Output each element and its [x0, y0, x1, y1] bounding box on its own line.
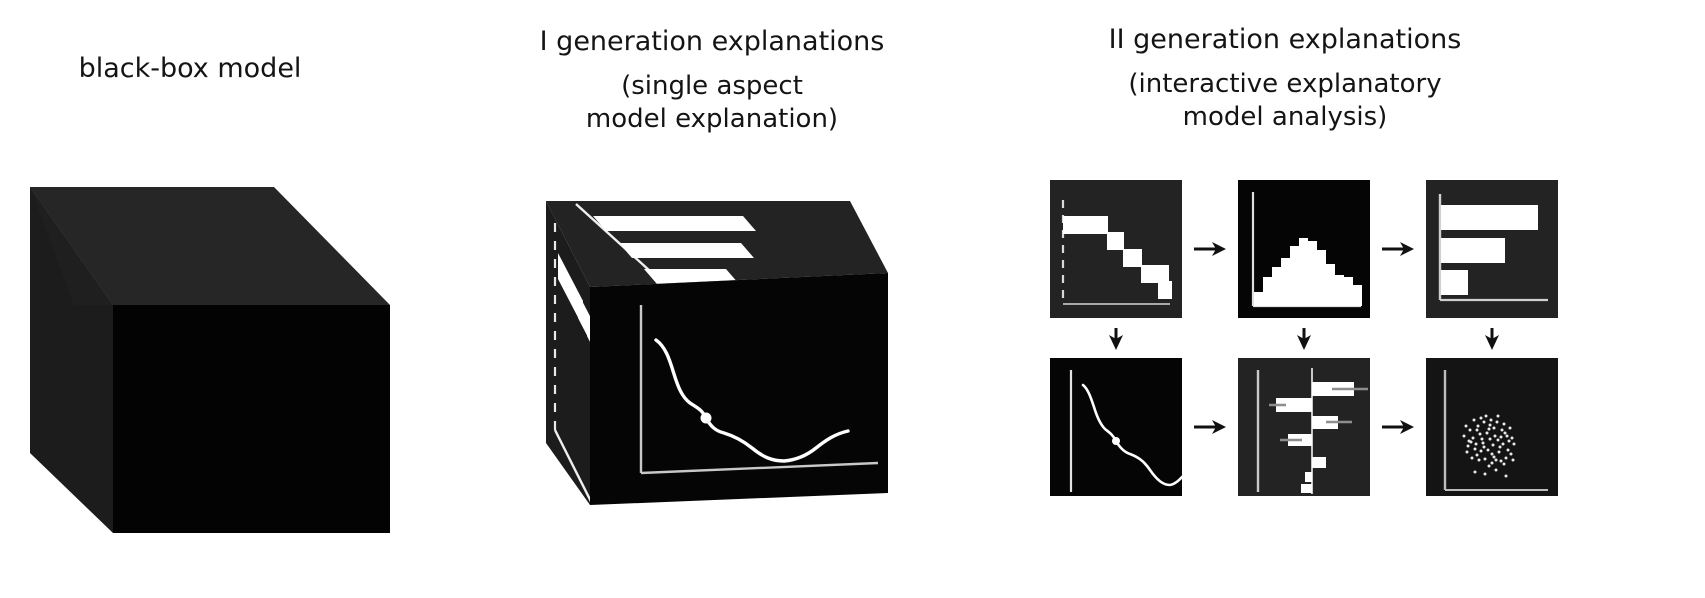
- front-chart-x-axis: [640, 461, 879, 475]
- panel-2-bar-3: [1272, 267, 1281, 306]
- top-chart-bar-3: [644, 269, 739, 284]
- column-subtitle-line-2: model analysis): [1182, 101, 1388, 132]
- panel-5-bar-7: [1301, 484, 1312, 493]
- column-title-black-box-model: black-box model: [30, 52, 350, 87]
- column-title-first-generation: I generation explanations (single aspect…: [452, 25, 972, 136]
- panel-2-bar-11: [1344, 277, 1353, 306]
- panel-5-bar-5: [1312, 457, 1326, 468]
- cube-left-face: [30, 187, 113, 533]
- panel-4-curve: [1081, 383, 1186, 487]
- panel-2-bar-8: [1317, 250, 1326, 306]
- arrow-right-5-6: [1382, 420, 1414, 434]
- panel-6-background: [1426, 358, 1558, 496]
- cube-top-bar-chart: [575, 203, 756, 287]
- column-subtitle-line-1: (single aspect: [621, 70, 803, 101]
- panel-2-bar-5: [1290, 246, 1299, 306]
- panel-5-background: [1238, 358, 1370, 496]
- panel-2-bar-6: [1299, 238, 1308, 306]
- panel-5-bar-2: [1276, 398, 1312, 412]
- column-subtitle: (single aspect model explanation): [452, 70, 972, 137]
- cube-top-face: [546, 201, 888, 287]
- cube-left-waterfall-chart: [553, 223, 590, 505]
- arrow-down-1-4: [1109, 328, 1123, 350]
- panel-3-bar-1: [1441, 205, 1538, 230]
- panel-6-points: [1462, 414, 1516, 478]
- panel-2-bar-12: [1353, 285, 1362, 306]
- panel-2-bar-1: [1254, 292, 1263, 306]
- panel-5-bar-3: [1312, 416, 1338, 429]
- panel-1-bar-2: [1107, 232, 1124, 250]
- waterfall-break-down-panel[interactable]: [1050, 180, 1182, 318]
- column-subtitle-line-2: model explanation): [585, 103, 839, 134]
- cube-front-face: [113, 305, 390, 533]
- column-title-text: I generation explanations: [539, 26, 885, 57]
- column-title-text: black-box model: [78, 53, 302, 84]
- panel-4-background: [1050, 358, 1182, 496]
- cube-bevel-shade: [30, 187, 113, 305]
- panel-3-bar-3: [1441, 270, 1468, 295]
- panel-5-bar-6: [1305, 472, 1312, 482]
- arrow-right-1-2: [1194, 242, 1226, 256]
- cube-front-face: [590, 273, 888, 505]
- arrow-right-2-3: [1382, 242, 1414, 256]
- cube-top-face: [30, 187, 390, 305]
- panel-3-bar-2: [1441, 238, 1505, 263]
- panel-2-bar-10: [1335, 275, 1344, 306]
- panel-2-bars: [1254, 238, 1362, 306]
- front-chart-highlight-point: [700, 412, 712, 424]
- left-chart-block-1: [558, 253, 583, 327]
- partial-dependence-panel[interactable]: [1050, 358, 1186, 496]
- grid-arrows: [1109, 242, 1499, 434]
- top-chart-bar-2: [619, 243, 754, 258]
- panel-4-highlight-point: [1112, 437, 1120, 445]
- shap-contribution-panel[interactable]: [1238, 358, 1370, 496]
- panel-2-bar-9: [1326, 264, 1335, 306]
- panel-2-bar-2: [1263, 277, 1272, 306]
- panel-2-bar-7: [1308, 241, 1317, 306]
- panel-1-bar-5: [1158, 281, 1172, 299]
- explanation-cube-svg: [546, 201, 888, 505]
- residual-scatter-panel[interactable]: [1426, 358, 1558, 496]
- panel-1-bar-3: [1123, 249, 1142, 267]
- arrow-down-2-5: [1297, 328, 1311, 350]
- arrow-down-3-6: [1485, 328, 1499, 350]
- top-chart-bar-1: [593, 216, 756, 231]
- black-box-model-cube: [0, 170, 420, 540]
- variable-importance-panel[interactable]: [1426, 180, 1558, 318]
- black-box-cube-svg: [30, 187, 390, 533]
- column-subtitle-line-1: (interactive explanatory: [1128, 68, 1442, 99]
- panel-1-bar-1: [1063, 216, 1108, 234]
- histogram-panel[interactable]: [1238, 180, 1370, 318]
- left-chart-baseline: [553, 429, 590, 505]
- interactive-explanatory-model-analysis-grid: [1030, 178, 1670, 498]
- arrow-right-4-5: [1194, 420, 1226, 434]
- panel-2-bar-4: [1281, 258, 1290, 306]
- front-chart-curve: [654, 338, 850, 463]
- cube-front-line-chart: [639, 305, 879, 475]
- column-title-second-generation: II generation explanations (interactive …: [1025, 23, 1545, 134]
- interactive-grid-svg: [1050, 180, 1558, 496]
- single-aspect-explanation-cube: [520, 175, 920, 510]
- cube-left-face: [546, 201, 590, 505]
- column-subtitle: (interactive explanatory model analysis): [1025, 68, 1545, 135]
- panel-1-bar-4: [1141, 265, 1169, 283]
- column-title-text: II generation explanations: [1108, 24, 1462, 55]
